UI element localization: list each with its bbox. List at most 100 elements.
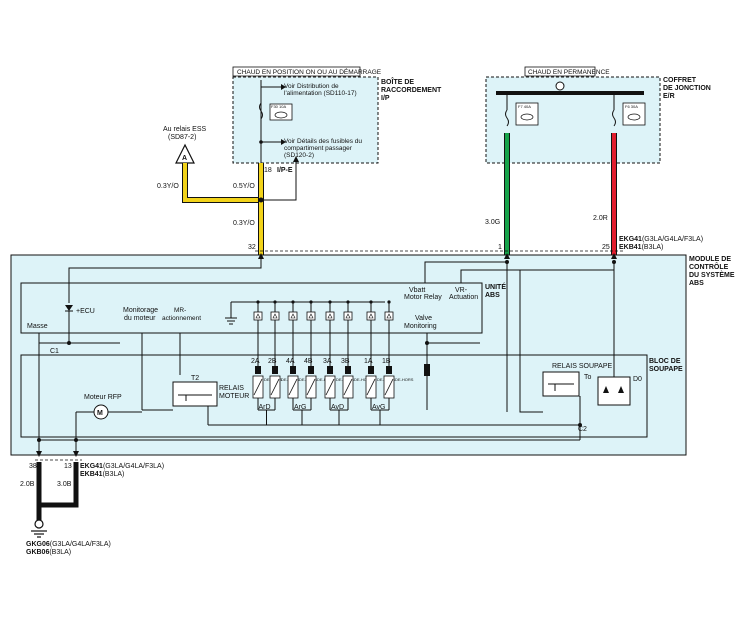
vr-2: Actuation [449, 294, 478, 301]
masse-label: Masse [27, 323, 48, 330]
module-title-2: CONTRÔLE [689, 262, 729, 271]
wheel-group-avg: AvG [372, 404, 386, 411]
diode-icon [603, 386, 609, 393]
gkb06: GKB06(B3LA) [26, 549, 71, 556]
valve-mon-2: Monitoring [404, 323, 437, 330]
busbar-terminal-icon [555, 81, 565, 91]
arrow-right-icon [281, 139, 286, 145]
valve-pin-4b [308, 366, 314, 374]
module-title-4: ABS [689, 280, 704, 287]
module-title-3: DU SYSTÈME [689, 270, 735, 279]
connector-ipe: I/P-E [277, 167, 293, 174]
valve-block-1: BLOC DE [649, 358, 681, 365]
arrow-up-icon [293, 156, 299, 162]
er-box-title-2: DE JONCTION [663, 85, 711, 92]
wire-03yo-a: 0.3Y/O [157, 183, 179, 190]
relais-moteur-box [172, 381, 218, 407]
abs-unit-box [20, 282, 483, 334]
valve-group: 2ADE-DANS2BDE-HORS4ADE-DANS4BDE-HORS3ADE… [251, 320, 414, 425]
ref-fuse-2: compartiment passager [284, 145, 353, 152]
relais-moteur-1: RELAIS [219, 385, 244, 392]
t2-label: T2 [191, 375, 199, 382]
valve-driver-3b-icon [343, 311, 353, 321]
fuse-f30-label: F30 10A [271, 104, 286, 109]
valve-id-2b: 2B [268, 358, 277, 365]
valve-driver-3a-icon [325, 311, 335, 321]
fuse-f6-icon [612, 109, 616, 127]
wire-20r: 2.0R [593, 215, 608, 222]
wheel-group-avd: AvD [331, 404, 344, 411]
valve-pin-2b [272, 366, 278, 374]
valve-mon-1: Valve [415, 315, 432, 322]
valve-id-4b: 4B [304, 358, 313, 365]
valve-id-1b: 1B [382, 358, 391, 365]
ip-box-title-2: RACCORDEMENT [381, 87, 442, 94]
valve-driver-1b-icon [384, 311, 394, 321]
relay-ess-2: (SD87-2) [168, 134, 196, 141]
pin-13: 13 [64, 463, 72, 470]
diode-icon [65, 305, 73, 311]
valve-id-4a: 4A [286, 358, 295, 365]
busbar [496, 91, 644, 95]
diode-block-box [597, 376, 631, 406]
pin-38: 38 [29, 463, 37, 470]
vbatt-2: Motor Relay [404, 294, 442, 301]
vr-1: VR- [455, 287, 468, 294]
valve-id-3a: 3A [323, 358, 332, 365]
er-box-title-1: COFFRET [663, 77, 697, 84]
valve-monitor-tab [424, 364, 430, 376]
pin-1: 1 [498, 244, 502, 251]
c1-label: C1 [50, 348, 59, 355]
wheel-group-arg: ArG [294, 404, 306, 411]
wire-30b: 3.0B [57, 481, 72, 488]
pin-18: 18 [264, 167, 272, 174]
pin-32: 32 [248, 244, 256, 251]
connector-a-label: A [182, 155, 187, 162]
ekb41-a: EKB41(B3LA) [619, 244, 663, 251]
vbatt-1: Vbatt [409, 287, 425, 294]
fuse-glyph-icon [627, 113, 641, 121]
ekb41-b: EKB41(B3LA) [80, 471, 124, 478]
module-title-1: MODULE DE [689, 256, 731, 263]
wire-to-ip-return [261, 160, 297, 201]
hot-start-tag [232, 66, 361, 77]
ground-point-icon [34, 519, 44, 529]
moteur-rfp-label: Moteur RFP [84, 394, 122, 401]
valve-driver-4b-icon [306, 311, 316, 321]
ref-power-2: l'alimentation (SD110-17) [284, 90, 357, 97]
mr-1: MR- [174, 307, 186, 314]
valve-block-2: SOUPAPE [649, 366, 683, 373]
wire-20b: 2.0B [20, 481, 35, 488]
valve-driver-2b-icon [270, 311, 280, 321]
valve-driver-1a-icon [366, 311, 376, 321]
hot-start-label: CHAUD EN POSITION ON OU AU DÉMARRAGE [237, 67, 382, 76]
valve-id-3b: 3B [341, 358, 350, 365]
wire-yellow-ess [182, 163, 261, 203]
valve-id-1a: 1A [364, 358, 373, 365]
valve-pin-3a [327, 366, 333, 374]
ecu-label: +ECU [76, 308, 95, 315]
valve-type-1b: DE-HORS [395, 377, 414, 382]
valve-pin-3b [345, 366, 351, 374]
valve-type-3b: DE-HORS [354, 377, 373, 382]
c2-label: C2 [578, 426, 587, 433]
valve-pin-1a [368, 366, 374, 374]
hot-always-tag [524, 66, 596, 77]
monitor-1: Monitorage [123, 307, 158, 314]
to-label: To [584, 374, 592, 381]
fuse-f6-label: F6 30A [625, 104, 638, 109]
pin-25: 25 [602, 244, 610, 251]
valve-driver-4a-icon [288, 311, 298, 321]
ekg41-a: EKG41(G3LA/G4LA/F3LA) [619, 236, 703, 243]
valve-driver-2a-icon [253, 311, 263, 321]
ip-box-title-1: BOÎTE DE [381, 77, 414, 86]
relais-moteur-2: MOTEUR [219, 393, 249, 400]
valve-id-2a: 2A [251, 358, 260, 365]
abs-unit-2: ABS [485, 292, 500, 299]
fuse-f7-label: F7 40A [518, 104, 531, 109]
motor-m-label: M [97, 410, 103, 417]
arrow-right-icon [281, 84, 286, 90]
fuse-glyph-icon [520, 113, 534, 121]
wire-03yo-b: 0.3Y/O [233, 220, 255, 227]
